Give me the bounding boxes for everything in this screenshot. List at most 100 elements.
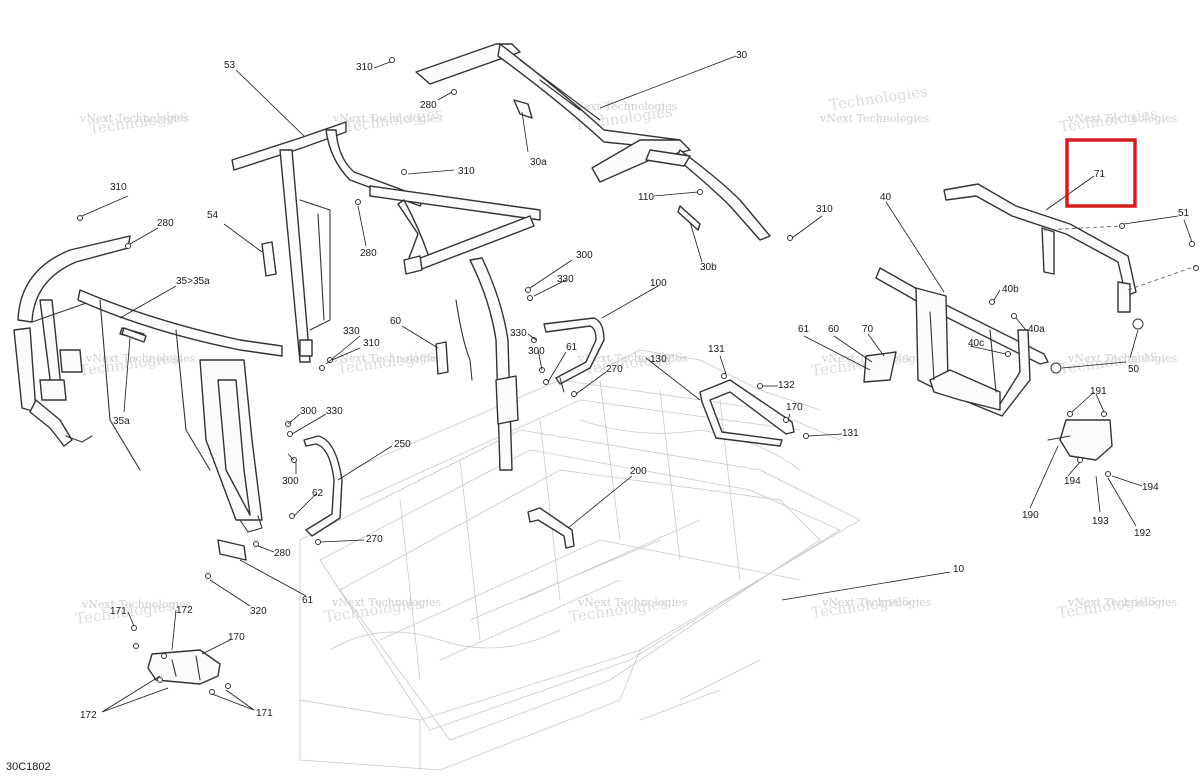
callout-label: 171 xyxy=(110,606,127,617)
svg-text:vNext Technologies: vNext Technologies xyxy=(577,596,688,609)
callout-label: 200 xyxy=(630,466,647,477)
callout-label: 50 xyxy=(1128,364,1140,375)
figure-id: 30C1802 xyxy=(6,761,51,773)
chassis-frame-outline xyxy=(299,349,861,771)
callout-label: 35>35a xyxy=(176,276,210,287)
svg-text:vNext Technologies: vNext Technologies xyxy=(1067,596,1178,609)
leader-lines xyxy=(81,55,1197,713)
callout-label: 130 xyxy=(650,354,667,365)
callout-label: 193 xyxy=(1092,516,1109,527)
callout-label: 310 xyxy=(816,204,833,215)
callout-label: 100 xyxy=(650,278,667,289)
callout-label: 40 xyxy=(880,192,892,203)
callout-label: 170 xyxy=(228,632,245,643)
callout-label: 194 xyxy=(1064,476,1081,487)
callout-label: 280 xyxy=(274,548,291,559)
callout-label: 280 xyxy=(360,248,377,259)
callout-label: 310 xyxy=(458,166,475,177)
callout-label: 53 xyxy=(224,60,236,71)
callout-label: 10 xyxy=(953,564,965,575)
callout-label: 35a xyxy=(113,416,130,427)
brace-part-100 xyxy=(543,317,605,393)
brace-part-130 xyxy=(699,379,795,447)
callout-label: 194 xyxy=(1142,482,1159,493)
callout-label: 30 xyxy=(736,50,748,61)
callout-label: 40c xyxy=(968,338,984,349)
callout-label: 270 xyxy=(606,364,623,375)
svg-text:Technologies: Technologies xyxy=(1058,104,1159,136)
svg-text:vNext Technologies: vNext Technologies xyxy=(331,596,442,609)
roof-brace-part-40 xyxy=(231,121,541,471)
callout-label: 61 xyxy=(798,324,810,335)
svg-text:vNext Technologies: vNext Technologies xyxy=(85,352,196,365)
callout-label: 40b xyxy=(1002,284,1019,295)
svg-text:vNext Technologies: vNext Technologies xyxy=(1067,112,1178,125)
bracket-part-190 xyxy=(1047,419,1113,461)
rear-grab-bar-part-70 xyxy=(943,183,1137,313)
callout-label: 60 xyxy=(828,324,840,335)
svg-text:vNext Technologies: vNext Technologies xyxy=(332,352,443,365)
svg-text:vNext Technologies: vNext Technologies xyxy=(567,100,678,113)
callout-label: 190 xyxy=(1022,510,1039,521)
svg-text:vNext Technologies: vNext Technologies xyxy=(577,352,688,365)
small-brackets xyxy=(121,99,897,561)
callout-label: 320 xyxy=(250,606,267,617)
svg-text:vNext Technologies: vNext Technologies xyxy=(819,112,930,125)
callout-label: 61 xyxy=(566,342,578,353)
callout-label: 191 xyxy=(1090,386,1107,397)
callout-label: 40a xyxy=(1028,324,1045,335)
callout-label: 300 xyxy=(282,476,299,487)
svg-text:vNext Technologies: vNext Technologies xyxy=(1067,352,1178,365)
callout-label: 131 xyxy=(708,344,725,355)
callout-label: 270 xyxy=(366,534,383,545)
callout-label: 171 xyxy=(256,708,273,719)
callout-label: 51 xyxy=(1178,208,1190,219)
callout-label: 300 xyxy=(300,406,317,417)
callout-label: 30a xyxy=(530,157,547,168)
roof-bar-part-30 xyxy=(415,43,771,241)
callout-label: 330 xyxy=(510,328,527,339)
callout-label: 300 xyxy=(528,346,545,357)
bracket-part-170 xyxy=(147,649,221,685)
callout-label: 330 xyxy=(557,274,574,285)
fasteners xyxy=(77,57,1199,695)
callout-label: 62 xyxy=(312,488,324,499)
callout-label: 192 xyxy=(1134,528,1151,539)
callout-label: 310 xyxy=(363,338,380,349)
callout-labels: 53 30 310 280 30a 310 280 310 280 54 35>… xyxy=(80,50,1190,721)
callout-label-highlighted: 71 xyxy=(1094,169,1106,180)
svg-text:vNext Technologies: vNext Technologies xyxy=(81,598,192,611)
callout-label: 310 xyxy=(356,62,373,73)
brace-part-250 xyxy=(303,435,343,537)
rear-support-part-50 xyxy=(875,267,1049,417)
svg-text:Technologies: Technologies xyxy=(828,82,929,114)
callout-label: 172 xyxy=(80,710,97,721)
callout-label: 54 xyxy=(207,210,219,221)
callout-label: 310 xyxy=(110,182,127,193)
callout-label: 280 xyxy=(157,218,174,229)
callout-label: 280 xyxy=(420,100,437,111)
svg-text:vNext Technologies: vNext Technologies xyxy=(332,112,443,125)
callout-label: 60 xyxy=(390,316,402,327)
callout-label: 300 xyxy=(576,250,593,261)
callout-label: 131 xyxy=(842,428,859,439)
svg-text:vNext Technologies: vNext Technologies xyxy=(821,596,932,609)
bracket-part-200 xyxy=(527,507,575,549)
highlight-box xyxy=(1065,138,1137,208)
callout-label: 330 xyxy=(326,406,343,417)
callout-label: 132 xyxy=(778,380,795,391)
callout-label: 110 xyxy=(638,192,654,203)
callout-label: 61 xyxy=(302,595,314,606)
front-cage-part-35 xyxy=(13,235,283,533)
callout-label: 172 xyxy=(176,605,193,616)
callout-label: 70 xyxy=(862,324,874,335)
